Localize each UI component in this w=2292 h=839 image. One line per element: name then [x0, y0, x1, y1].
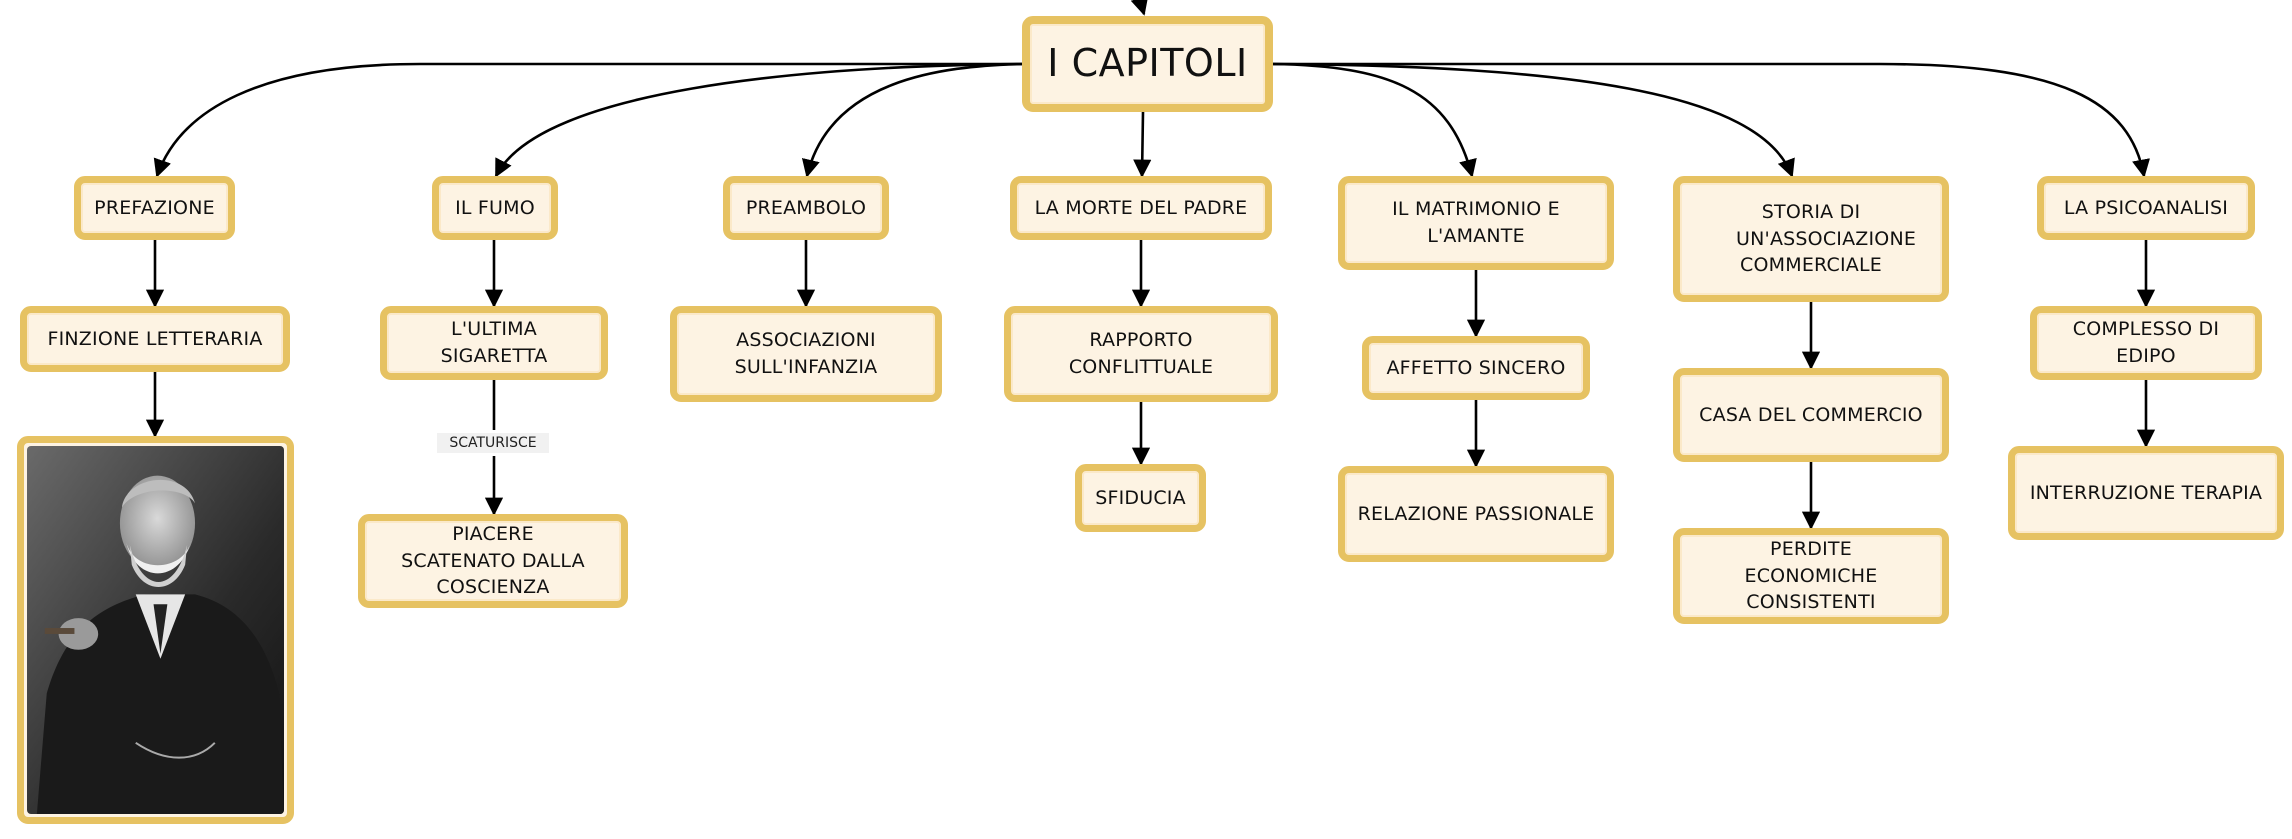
node-label: RAPPORTO CONFLITTUALE — [1068, 329, 1214, 378]
node-label: PREAMBOLO — [745, 196, 867, 219]
node-affetto-sincero[interactable]: AFFETTO SINCERO — [1362, 336, 1590, 400]
node-psicoanalisi[interactable]: LA PSICOANALISI — [2037, 176, 2255, 240]
edge-root-morte — [1133, 111, 1152, 178]
node-associazioni-infanzia[interactable]: ASSOCIAZIONI SULL'INFANZIA — [670, 306, 942, 402]
node-label: PERDITE ECONOMICHE CONSISTENTI — [1744, 538, 1878, 614]
portrait-photo — [17, 436, 294, 824]
node-label: PREFAZIONE — [94, 196, 215, 219]
node-label: IL FUMO — [455, 196, 535, 219]
node-matrimonio-amante[interactable]: IL MATRIMONIO E L'AMANTE — [1338, 176, 1614, 270]
node-piacere-scatenato[interactable]: PIACERE SCATENATO DALLA COSCIENZA — [358, 514, 628, 608]
edge-root-psicoanalisi — [1273, 62, 2150, 178]
node-perdite-economiche[interactable]: PERDITE ECONOMICHE CONSISTENTI — [1673, 528, 1949, 624]
root-label: I CAPITOLI — [1047, 41, 1248, 86]
node-il-fumo[interactable]: IL FUMO — [432, 176, 558, 240]
node-label: L'ULTIMA SIGARETTA — [440, 318, 548, 367]
node-complesso-edipo[interactable]: COMPLESSO DI EDIPO — [2030, 306, 2262, 380]
node-label: RELAZIONE PASSIONALE — [1357, 502, 1595, 525]
node-interruzione-terapia[interactable]: INTERRUZIONE TERAPIA — [2008, 446, 2284, 540]
node-finzione-letteraria[interactable]: FINZIONE LETTERARIA — [20, 306, 290, 372]
node-label: LA MORTE DEL PADRE — [1034, 196, 1248, 219]
node-label: IL MATRIMONIO E L'AMANTE — [1392, 198, 1560, 247]
edge-root-prefazione — [153, 62, 1022, 178]
node-relazione-passionale[interactable]: RELAZIONE PASSIONALE — [1338, 466, 1614, 562]
node-label: ASSOCIAZIONI SULL'INFANZIA — [734, 329, 878, 378]
node-label: AFFETTO SINCERO — [1386, 356, 1566, 379]
node-label: INTERRUZIONE TERAPIA — [2029, 481, 2263, 504]
node-label: CASA DEL COMMERCIO — [1699, 403, 1923, 426]
node-preambolo[interactable]: PREAMBOLO — [723, 176, 889, 240]
node-casa-del-commercio[interactable]: CASA DEL COMMERCIO — [1673, 368, 1949, 462]
node-label: STORIA DI UN'ASSOCIAZIONE COMMERCIALE — [1736, 201, 1917, 277]
node-prefazione[interactable]: PREFAZIONE — [74, 176, 235, 240]
node-storia-associazione[interactable]: STORIA DI UN'ASSOCIAZIONE COMMERCIALE — [1673, 176, 1949, 302]
node-label: LA PSICOANALISI — [2063, 196, 2229, 219]
root-node[interactable]: I CAPITOLI — [1022, 16, 1273, 112]
node-ultima-sigaretta[interactable]: L'ULTIMA SIGARETTA — [380, 306, 608, 380]
node-morte-del-padre[interactable]: LA MORTE DEL PADRE — [1010, 176, 1272, 240]
edge-root-fumo — [494, 62, 1023, 178]
link-label-text: SCATURISCE — [449, 435, 537, 451]
node-rapporto-conflittuale[interactable]: RAPPORTO CONFLITTUALE — [1004, 306, 1278, 402]
edge-root-matrimonio — [1272, 62, 1477, 178]
link-label-scaturisce: SCATURISCE — [437, 433, 549, 453]
node-sfiducia[interactable]: SFIDUCIA — [1075, 464, 1206, 532]
portrait-image — [27, 446, 284, 814]
node-label: SFIDUCIA — [1095, 486, 1186, 509]
edge-root-preambolo — [801, 62, 1023, 178]
node-label: PIACERE SCATENATO DALLA COSCIENZA — [401, 523, 585, 599]
node-label: COMPLESSO DI EDIPO — [2072, 318, 2220, 367]
edge-root-storia — [1272, 62, 1795, 178]
node-label: FINZIONE LETTERARIA — [47, 327, 263, 350]
edge-incoming-root — [1130, 0, 1149, 16]
